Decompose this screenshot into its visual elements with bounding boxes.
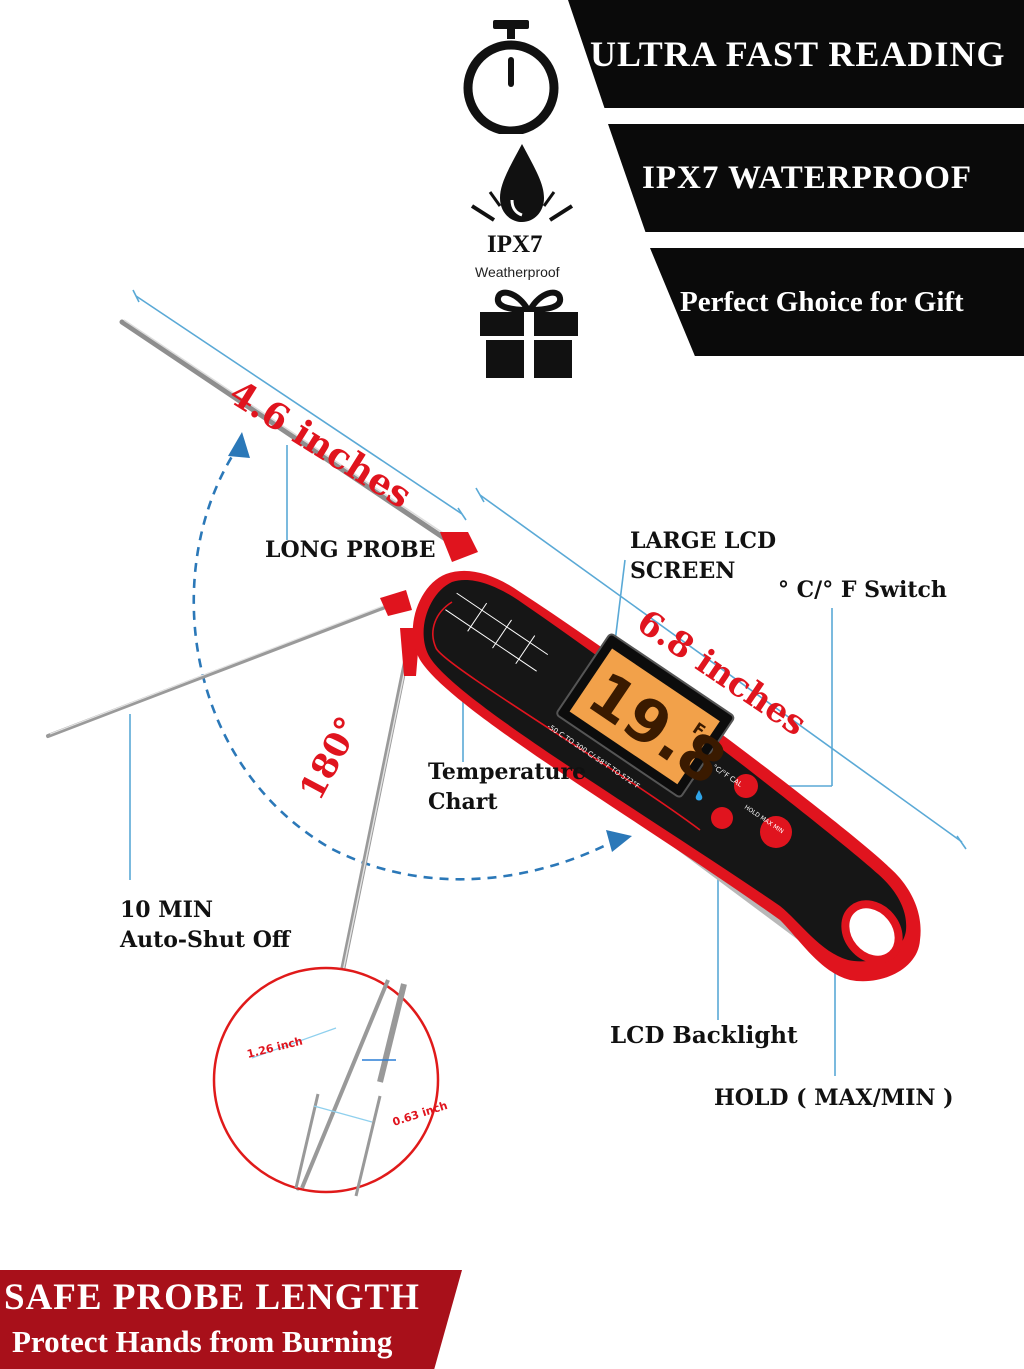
ipx7-badge-title: IPX7 <box>487 231 543 258</box>
banner-ipx7-waterproof: IPX7 WATERPROOF <box>608 124 1024 232</box>
water-drop-icon <box>470 144 574 222</box>
banner-label: IPX7 WATERPROOF <box>642 159 973 196</box>
footer-banner: SAFE PROBE LENGTH Protect Hands from Bur… <box>0 1270 462 1369</box>
hold-label: HOLD ( MAX/MIN ) <box>714 1085 954 1111</box>
gift-box-icon <box>480 289 578 378</box>
backlight-label: LCD Backlight <box>610 1022 798 1049</box>
lcd-screen-label-line2: SCREEN <box>630 557 736 584</box>
banner-gift: Perfect Ghoice for Gift <box>650 248 1024 356</box>
lcd-screen-label: LARGE LCD SCREEN <box>630 527 776 586</box>
banner-label: Perfect Ghoice for Gift <box>680 285 964 318</box>
unit-switch-label: ° C/° F Switch <box>778 577 947 603</box>
banner-ultra-fast-reading: ULTRA FAST READING <box>568 0 1024 108</box>
stopwatch-icon <box>463 20 559 134</box>
lcd-screen-label-line1: LARGE LCD <box>630 528 777 554</box>
temperature-chart-label: Temperature Chart <box>428 758 586 817</box>
banner-label: ULTRA FAST READING <box>590 34 1006 74</box>
long-probe-label: LONG PROBE <box>265 537 436 563</box>
temperature-chart-label-line1: Temperature <box>428 759 587 785</box>
thermometer-body: 19.8 F DIGITAL THERMOMETER -50 C TO 300 … <box>412 570 921 982</box>
auto-off-label-line2: Auto-Shut Off <box>120 926 290 953</box>
temperature-chart-label-line2: Chart <box>428 788 498 815</box>
auto-off-label-line1: 10 MIN <box>120 897 214 923</box>
auto-off-label: 10 MIN Auto-Shut Off <box>120 896 290 955</box>
probe-tip-magnifier: 1.26 inch 0.63 inch <box>212 966 449 1197</box>
ipx7-badge-subtitle: Weatherproof <box>475 264 560 280</box>
footer-title: SAFE PROBE LENGTH <box>4 1277 420 1318</box>
footer-subtitle: Protect Hands from Burning <box>12 1324 393 1359</box>
